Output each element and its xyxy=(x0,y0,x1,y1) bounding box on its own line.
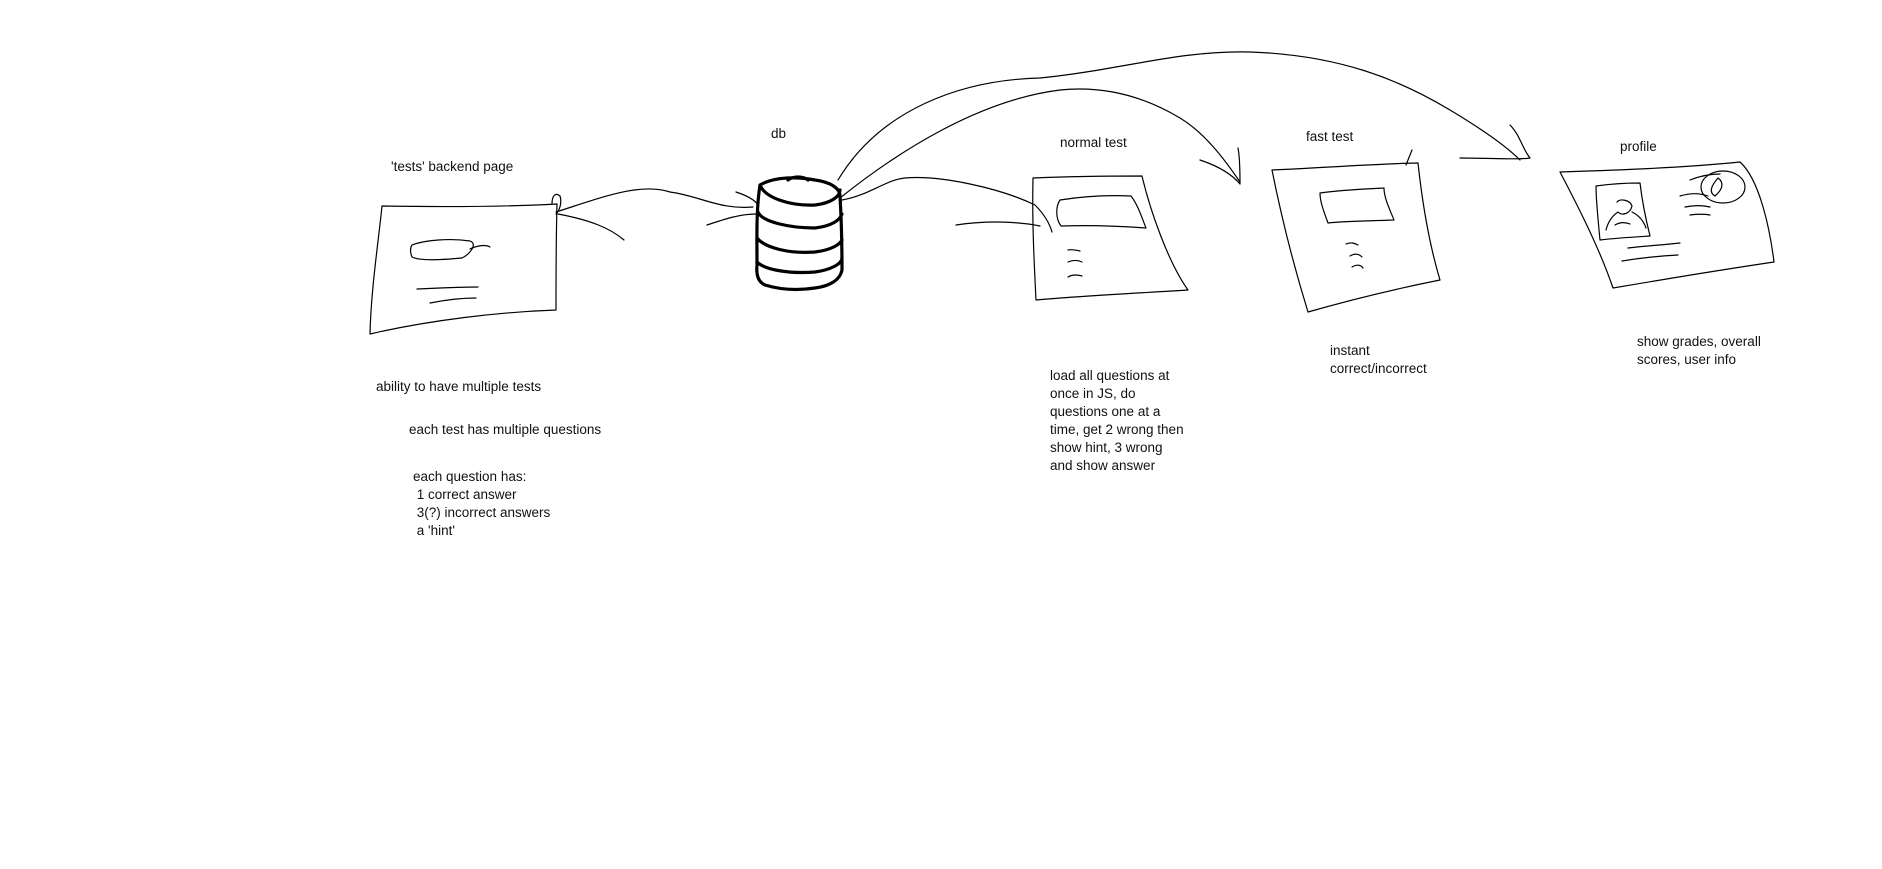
note-line: time, get 2 wrong then xyxy=(1050,422,1184,437)
normal-test-page-sketch xyxy=(1032,175,1189,301)
note-line: correct/incorrect xyxy=(1330,361,1427,376)
note-line: show hint, 3 wrong xyxy=(1050,440,1163,455)
fast-test-page-sketch xyxy=(1271,149,1441,313)
note-line: questions one at a xyxy=(1050,404,1161,419)
backend-page-label: 'tests' backend page xyxy=(391,159,514,174)
database-icon xyxy=(755,175,844,292)
profile-page-sketch xyxy=(1559,161,1775,289)
db-to-fast-test-connector xyxy=(839,88,1241,199)
note-line: 3(?) incorrect answers xyxy=(413,505,551,520)
note-line: scores, user info xyxy=(1637,352,1737,367)
backend-to-db-connector xyxy=(555,188,754,213)
profile-note: show grades, overall scores, user info xyxy=(1637,333,1761,369)
note-line: load all questions at xyxy=(1050,368,1170,383)
backend-note-multiple-tests: ability to have multiple tests xyxy=(376,379,542,394)
backend-page-sketch xyxy=(369,193,562,335)
note-line: 1 correct answer xyxy=(413,487,517,502)
db-to-profile-connector xyxy=(837,51,1521,181)
note-line: instant xyxy=(1330,343,1370,358)
profile-label: profile xyxy=(1620,139,1657,154)
backend-note-question-details: each question has: 1 correct answer 3(?)… xyxy=(413,468,550,540)
normal-test-note: load all questions at once in JS, do que… xyxy=(1050,367,1184,475)
backend-note-multiple-questions: each test has multiple questions xyxy=(409,422,602,437)
db-label: db xyxy=(771,126,787,141)
note-line: each question has: xyxy=(413,469,527,484)
note-line: once in JS, do xyxy=(1050,386,1136,401)
fast-test-label: fast test xyxy=(1306,129,1354,144)
note-line: show grades, overall xyxy=(1637,334,1761,349)
note-line: a 'hint' xyxy=(413,523,455,538)
note-line: and show answer xyxy=(1050,458,1156,473)
fast-test-note: instant correct/incorrect xyxy=(1330,342,1427,378)
normal-test-label: normal test xyxy=(1060,135,1127,150)
db-to-normal-test-connector xyxy=(841,176,1053,233)
